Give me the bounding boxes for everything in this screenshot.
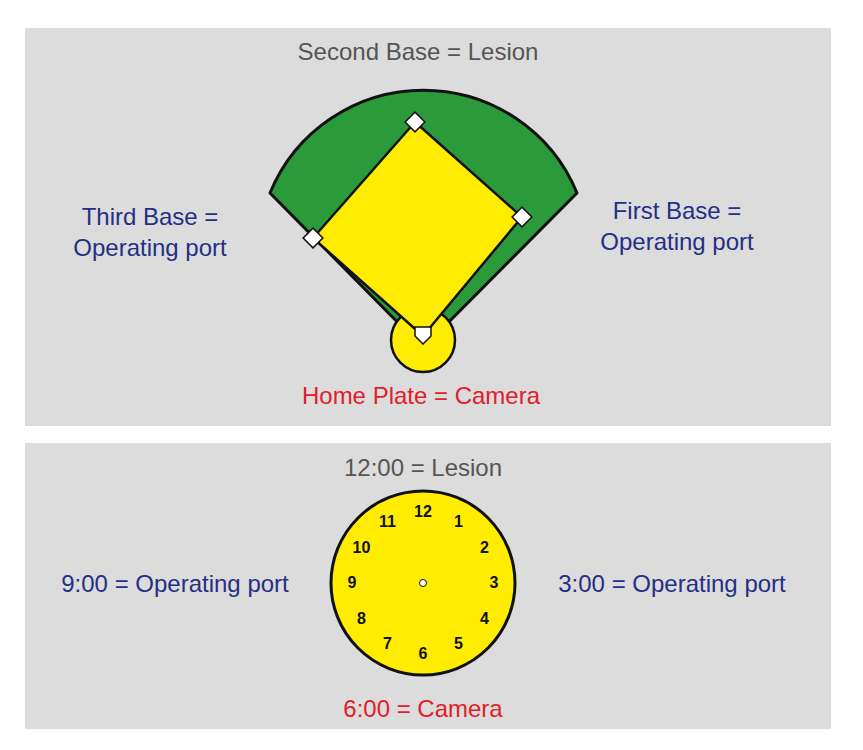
position-label: Second Base = Lesion — [298, 36, 539, 67]
top-panel — [25, 28, 831, 426]
clock-number: 7 — [383, 635, 392, 653]
clock-number: 1 — [454, 513, 463, 531]
second-base — [405, 112, 425, 132]
position-label: Third Base = Operating port — [45, 201, 255, 263]
position-label: 6:00 = Camera — [343, 693, 502, 724]
position-label: First Base = Operating port — [572, 195, 782, 257]
clock-number: 10 — [353, 539, 371, 557]
clock-center — [420, 580, 427, 587]
clock-number: 8 — [357, 610, 366, 628]
bottom-panel — [25, 443, 831, 729]
position-label: 3:00 = Operating port — [558, 568, 785, 599]
clock-number: 6 — [419, 645, 428, 663]
clock-number: 3 — [490, 574, 499, 592]
clock-number: 9 — [348, 574, 357, 592]
clock-number: 12 — [414, 503, 432, 521]
clock-number: 2 — [480, 539, 489, 557]
position-label: 9:00 = Operating port — [61, 568, 288, 599]
third-base — [303, 228, 323, 248]
infield-diamond — [313, 122, 522, 336]
outfield — [270, 90, 577, 348]
home-plate — [415, 327, 431, 344]
position-label: Home Plate = Camera — [302, 380, 540, 411]
first-base — [512, 207, 532, 227]
clock-number: 5 — [454, 635, 463, 653]
clock-face — [331, 491, 515, 675]
position-label: 12:00 = Lesion — [344, 452, 502, 483]
clock-number: 11 — [379, 513, 396, 531]
clock-number: 4 — [480, 610, 489, 628]
